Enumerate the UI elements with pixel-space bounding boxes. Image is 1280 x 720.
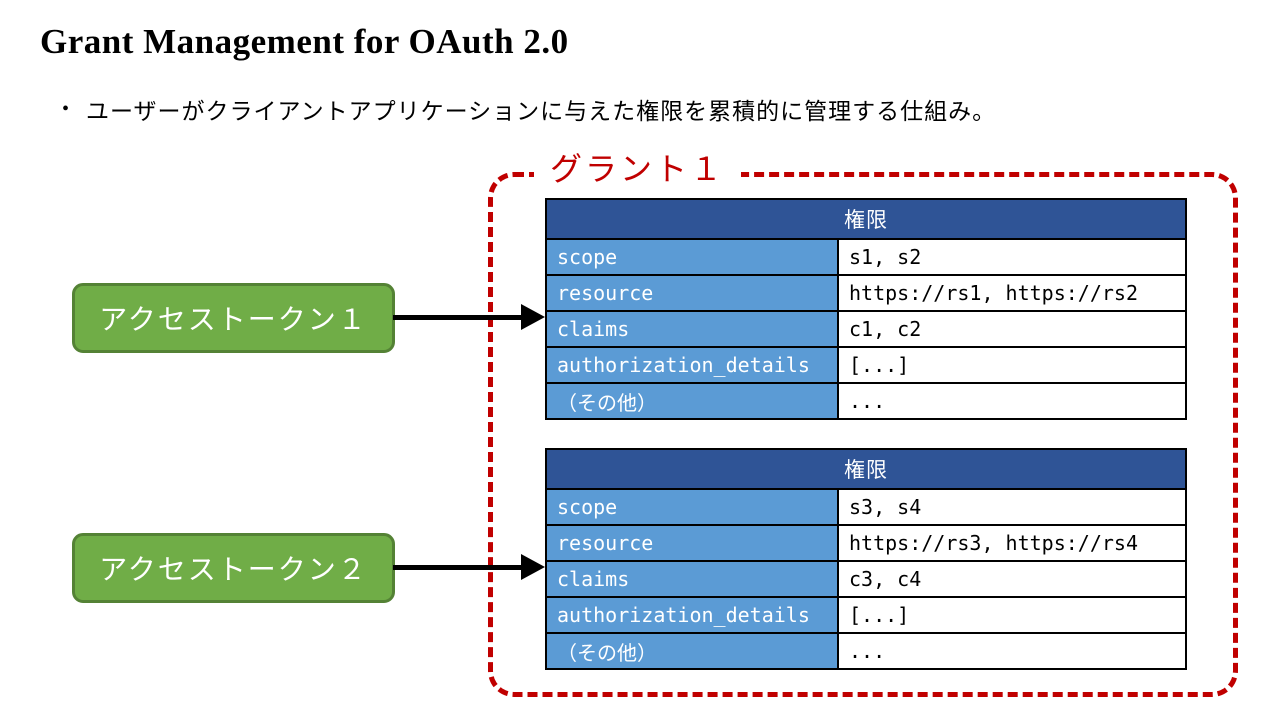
row-value: [...] <box>837 346 1187 384</box>
access-token-1-box: アクセストークン１ <box>72 283 395 353</box>
access-token-1-label: アクセストークン１ <box>99 304 368 335</box>
table-header-row: 権限 <box>545 198 1187 240</box>
row-value: [...] <box>837 596 1187 634</box>
table-row: authorization_details [...] <box>545 596 1187 634</box>
table-row: （その他） ... <box>545 382 1187 420</box>
table-row: claims c1, c2 <box>545 310 1187 348</box>
table-row: scope s3, s4 <box>545 488 1187 526</box>
permissions-table-2: 権限 scope s3, s4 resource https://rs3, ht… <box>545 448 1187 670</box>
table-row: scope s1, s2 <box>545 238 1187 276</box>
access-token-2-box: アクセストークン２ <box>72 533 395 603</box>
row-key: scope <box>545 488 839 526</box>
row-key: （その他） <box>545 632 839 670</box>
table-header-row: 権限 <box>545 448 1187 490</box>
table-row: resource https://rs1, https://rs2 <box>545 274 1187 312</box>
row-value: https://rs3, https://rs4 <box>837 524 1187 562</box>
row-key: resource <box>545 274 839 312</box>
row-value: ... <box>837 382 1187 420</box>
bullet-item: • ユーザーがクライアントアプリケーションに与えた権限を累積的に管理する仕組み。 <box>62 92 996 126</box>
table-row: （その他） ... <box>545 632 1187 670</box>
row-value: ... <box>837 632 1187 670</box>
grant-dashed-boundary <box>488 172 1238 697</box>
permissions-table-1: 権限 scope s1, s2 resource https://rs1, ht… <box>545 198 1187 420</box>
row-key: （その他） <box>545 382 839 420</box>
arrow-head-icon <box>521 304 545 330</box>
arrow-line <box>393 315 525 320</box>
page-title: Grant Management for OAuth 2.0 <box>40 22 569 61</box>
table-row: resource https://rs3, https://rs4 <box>545 524 1187 562</box>
row-key: scope <box>545 238 839 276</box>
row-value: c1, c2 <box>837 310 1187 348</box>
access-token-2-label: アクセストークン２ <box>99 554 368 585</box>
row-value: https://rs1, https://rs2 <box>837 274 1187 312</box>
arrow-line <box>393 565 525 570</box>
grant-label: グラント１ <box>534 149 742 189</box>
bullet-icon: • <box>62 97 71 120</box>
table-row: claims c3, c4 <box>545 560 1187 598</box>
row-key: resource <box>545 524 839 562</box>
table-header: 権限 <box>545 448 1187 490</box>
row-key: authorization_details <box>545 346 839 384</box>
arrow-head-icon <box>521 554 545 580</box>
row-value: s1, s2 <box>837 238 1187 276</box>
bullet-text: ユーザーがクライアントアプリケーションに与えた権限を累積的に管理する仕組み。 <box>86 99 997 124</box>
row-key: authorization_details <box>545 596 839 634</box>
row-value: c3, c4 <box>837 560 1187 598</box>
table-row: authorization_details [...] <box>545 346 1187 384</box>
table-header: 権限 <box>545 198 1187 240</box>
row-key: claims <box>545 310 839 348</box>
row-value: s3, s4 <box>837 488 1187 526</box>
row-key: claims <box>545 560 839 598</box>
